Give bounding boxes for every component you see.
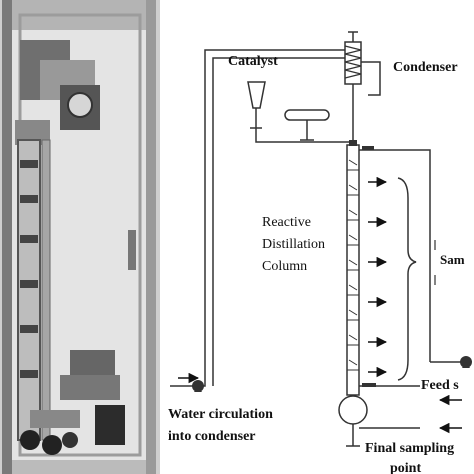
- cabinet-frame-left: [2, 0, 12, 474]
- sampling-label: Sam: [440, 252, 465, 267]
- reboiler-flask: [338, 395, 368, 425]
- water-label-line2: into condenser: [168, 429, 256, 444]
- final-sampling-label-line1: Final sampling: [365, 441, 455, 456]
- reflux-vessel: [284, 109, 330, 121]
- catalyst-funnel: [247, 81, 266, 109]
- condenser-label: Condenser: [393, 60, 458, 75]
- water-inlet-line: [170, 49, 345, 387]
- water-label-line1: Water circulation: [168, 407, 273, 422]
- sampling-arrows: [368, 176, 388, 378]
- column-label-line2: Distillation: [262, 237, 325, 252]
- pump-dial: [67, 92, 93, 118]
- column-label-line3: Column: [262, 259, 308, 274]
- cabinet-frame-right: [146, 0, 156, 474]
- sampling-brace: [397, 177, 417, 381]
- heating-mantle: [95, 405, 125, 445]
- feed-label: Feed s: [421, 378, 459, 393]
- column-label-line1: Reactive: [262, 215, 311, 230]
- apparatus-photo: [0, 0, 160, 474]
- final-sampling-label-line2: point: [390, 461, 422, 474]
- catalyst-label: Catalyst: [228, 54, 278, 69]
